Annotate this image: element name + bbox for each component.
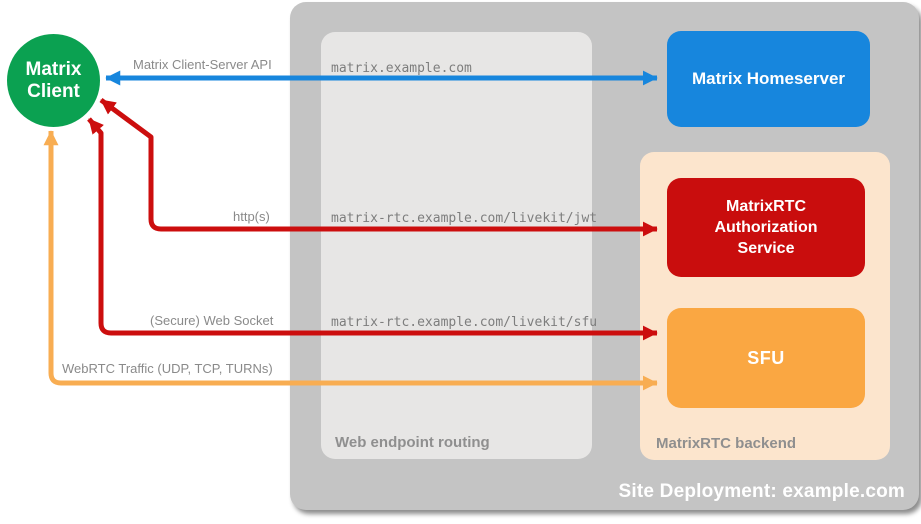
http-arrow-label: http(s) <box>233 209 270 224</box>
matrixrtc-backend-label: MatrixRTC backend <box>656 435 797 452</box>
sfu-node: SFU <box>667 308 865 408</box>
web-endpoint-routing-box: Web endpoint routing <box>321 32 592 459</box>
site-deployment-label: Site Deployment: example.com <box>618 481 905 502</box>
matrix-client-node: Matrix Client <box>7 34 100 127</box>
endpoint-url-livekit-sfu: matrix-rtc.example.com/livekit/sfu <box>331 315 598 330</box>
matrix-homeserver-label: Matrix Homeserver <box>691 69 846 88</box>
matrix-homeserver-node: Matrix Homeserver <box>667 31 870 127</box>
matrixrtc-authorization-service-node: MatrixRTC Authorization Service <box>667 178 865 277</box>
websocket-arrow-label: (Secure) Web Socket <box>150 313 274 328</box>
client-server-api-arrow-label: Matrix Client-Server API <box>133 57 272 72</box>
endpoint-url-livekit-jwt: matrix-rtc.example.com/livekit/jwt <box>331 211 598 226</box>
webrtc-traffic-arrow-label: WebRTC Traffic (UDP, TCP, TURNs) <box>62 361 273 376</box>
sfu-label: SFU <box>747 347 785 368</box>
matrix-client-label: Matrix Client <box>25 58 82 102</box>
web-endpoint-routing-label: Web endpoint routing <box>335 434 490 451</box>
endpoint-url-homeserver: matrix.example.com <box>331 61 472 76</box>
matrixrtc-authorization-service-label: MatrixRTC Authorization Service <box>714 198 818 257</box>
